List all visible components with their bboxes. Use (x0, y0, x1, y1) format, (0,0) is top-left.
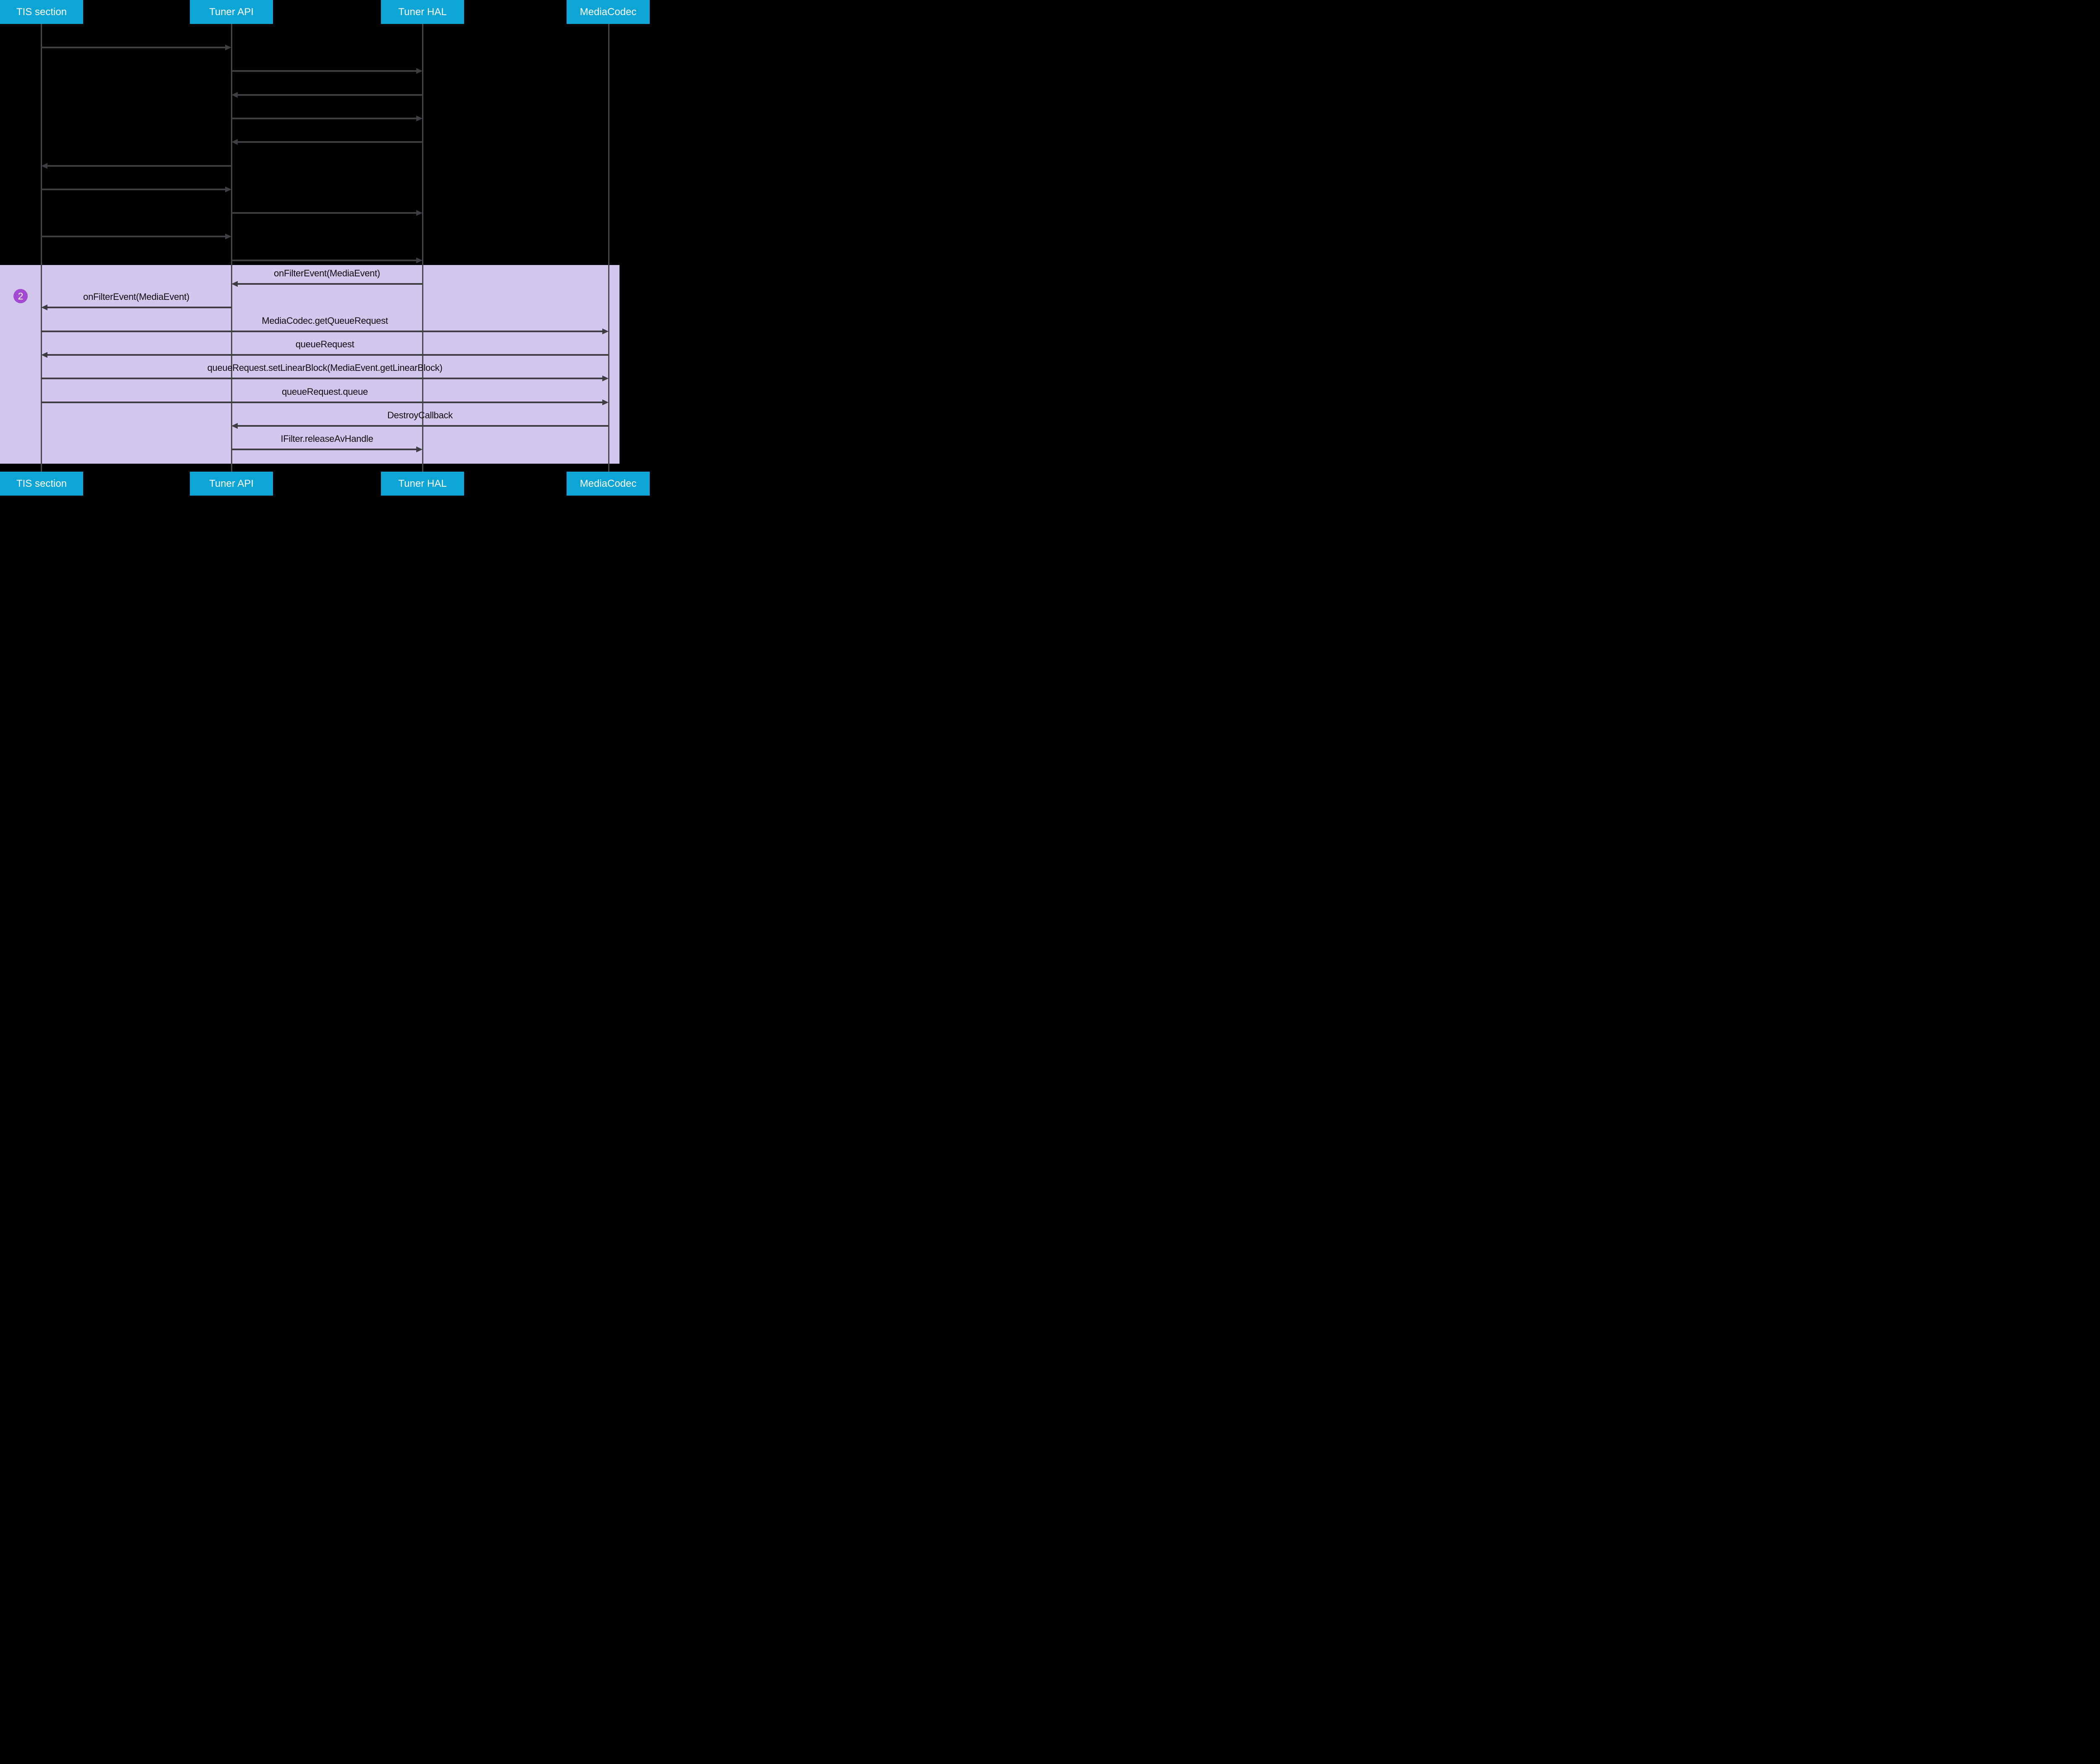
message-label: IFilter.releaseAvHandle (281, 433, 373, 444)
participant-name: MediaCodec (580, 478, 637, 489)
message-line-5 (47, 165, 231, 167)
arrowhead-right-icon (416, 257, 423, 263)
participant-header-top-tis: TIS section (0, 0, 83, 24)
arrowhead-left-icon (231, 423, 238, 429)
arrowhead-left-icon (41, 304, 47, 310)
message-line-1 (231, 70, 417, 72)
message-line-13 (47, 354, 609, 356)
message-label: MediaCodec.getQueueRequest (262, 315, 388, 326)
message-label: onFilterEvent(MediaEvent) (274, 268, 380, 278)
message-line-8 (41, 236, 226, 237)
participant-name: MediaCodec (580, 6, 637, 18)
message-label: queueRequest (295, 339, 354, 349)
message-line-11 (47, 307, 231, 308)
participant-name: TIS section (16, 6, 67, 18)
arrowhead-left-icon (231, 281, 238, 287)
message-line-4 (237, 141, 423, 143)
message-line-17 (231, 449, 417, 450)
message-label: DestroyCallback (387, 410, 453, 420)
arrowhead-right-icon (225, 234, 231, 239)
message-label: queueRequest.setLinearBlock(MediaEvent.g… (207, 362, 443, 373)
arrowhead-right-icon (416, 446, 423, 452)
lifeline-mediacodec (608, 24, 609, 472)
participant-header-top-mediacodec: MediaCodec (567, 0, 650, 24)
message-line-16 (237, 425, 609, 427)
lifeline-tuner_api (231, 24, 232, 472)
message-label: queueRequest.queue (281, 386, 368, 397)
message-label: onFilterEvent(MediaEvent) (83, 291, 189, 302)
lifeline-tuner_hal (422, 24, 423, 472)
step-badge: 2 (13, 289, 28, 303)
arrowhead-right-icon (416, 210, 423, 216)
message-line-10 (237, 283, 423, 285)
message-line-15 (41, 402, 603, 403)
participant-name: TIS section (16, 478, 67, 489)
participant-header-top-tuner_hal: Tuner HAL (381, 0, 464, 24)
arrowhead-left-icon (41, 352, 47, 358)
participant-name: Tuner HAL (398, 478, 447, 489)
arrowhead-right-icon (225, 45, 231, 50)
message-line-7 (231, 212, 417, 214)
arrowhead-right-icon (416, 116, 423, 121)
message-line-0 (41, 47, 226, 48)
arrowhead-right-icon (225, 186, 231, 192)
message-line-3 (231, 118, 417, 119)
highlight-band (0, 265, 620, 464)
message-line-6 (41, 189, 226, 190)
message-line-2 (237, 94, 423, 96)
arrowhead-left-icon (231, 139, 238, 145)
arrowhead-right-icon (602, 328, 609, 334)
arrowhead-left-icon (41, 163, 47, 169)
participant-header-bottom-mediacodec: MediaCodec (567, 472, 650, 496)
arrowhead-right-icon (416, 68, 423, 74)
participant-name: Tuner API (209, 478, 254, 489)
message-line-9 (231, 260, 417, 261)
message-line-12 (41, 331, 603, 332)
participant-name: Tuner API (209, 6, 254, 18)
participant-name: Tuner HAL (398, 6, 447, 18)
participant-header-bottom-tis: TIS section (0, 472, 83, 496)
message-line-14 (41, 378, 603, 379)
participant-header-bottom-tuner_hal: Tuner HAL (381, 472, 464, 496)
arrowhead-right-icon (602, 375, 609, 381)
participant-header-bottom-tuner_api: Tuner API (190, 472, 273, 496)
participant-header-top-tuner_api: Tuner API (190, 0, 273, 24)
arrowhead-right-icon (602, 399, 609, 405)
lifeline-tis (40, 24, 42, 472)
arrowhead-left-icon (231, 92, 238, 98)
